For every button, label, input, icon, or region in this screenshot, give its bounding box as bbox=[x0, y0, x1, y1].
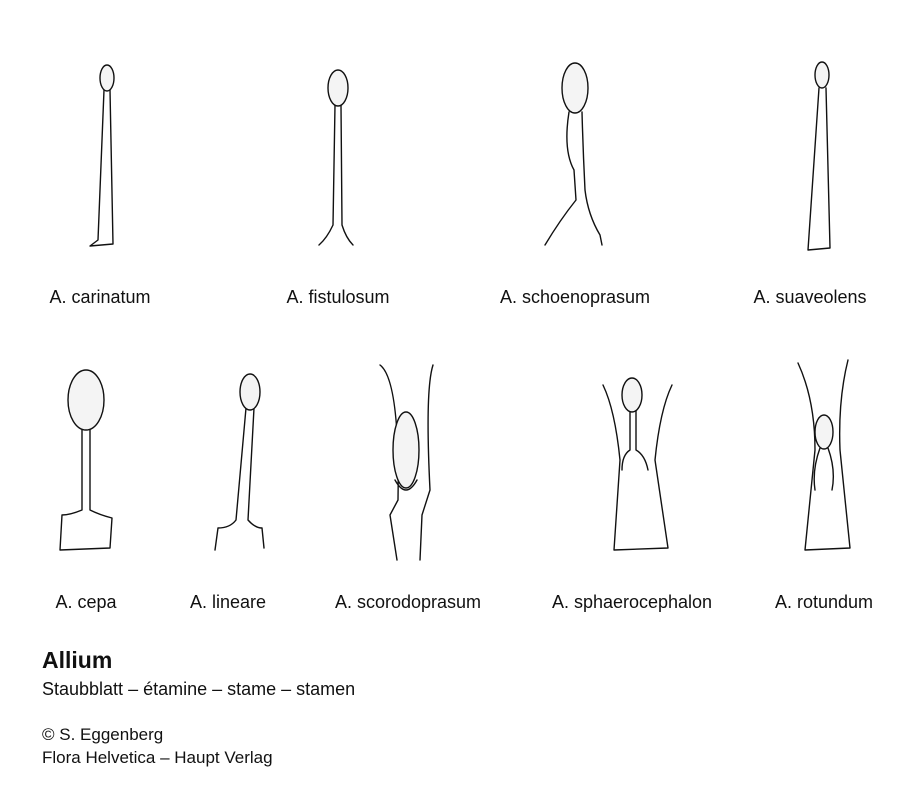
genus-title: Allium bbox=[42, 647, 113, 673]
subtitle: Staubblatt – étamine – stame – stamen bbox=[42, 679, 356, 699]
label-carinatum: A. carinatum bbox=[49, 287, 151, 307]
stamen-scorodoprasum bbox=[379, 364, 434, 561]
label-rotundum: A. rotundum bbox=[774, 592, 874, 612]
stamen-suaveolens bbox=[807, 61, 831, 251]
publisher: Flora Helvetica – Haupt Verlag bbox=[42, 748, 273, 767]
stamen-fistulosum bbox=[318, 69, 354, 246]
label-cepa: A. cepa bbox=[55, 592, 117, 612]
label-sphaerocephalon: A. sphaerocephalon bbox=[551, 592, 713, 612]
stamen-rotundum bbox=[797, 359, 851, 551]
stamen-schoenoprasum bbox=[544, 62, 603, 246]
label-scorodoprasum: A. scorodoprasum bbox=[334, 592, 482, 612]
stamen-carinatum bbox=[89, 64, 115, 247]
stamen-sphaerocephalon bbox=[602, 377, 673, 551]
label-schoenoprasum: A. schoenoprasum bbox=[499, 287, 651, 307]
label-suaveolens: A. suaveolens bbox=[753, 287, 867, 307]
label-fistulosum: A. fistulosum bbox=[286, 287, 390, 307]
stamen-cepa bbox=[59, 369, 113, 551]
label-lineare: A. lineare bbox=[189, 592, 267, 612]
stamen-lineare bbox=[214, 373, 265, 551]
copyright: © S. Eggenberg bbox=[42, 725, 164, 744]
